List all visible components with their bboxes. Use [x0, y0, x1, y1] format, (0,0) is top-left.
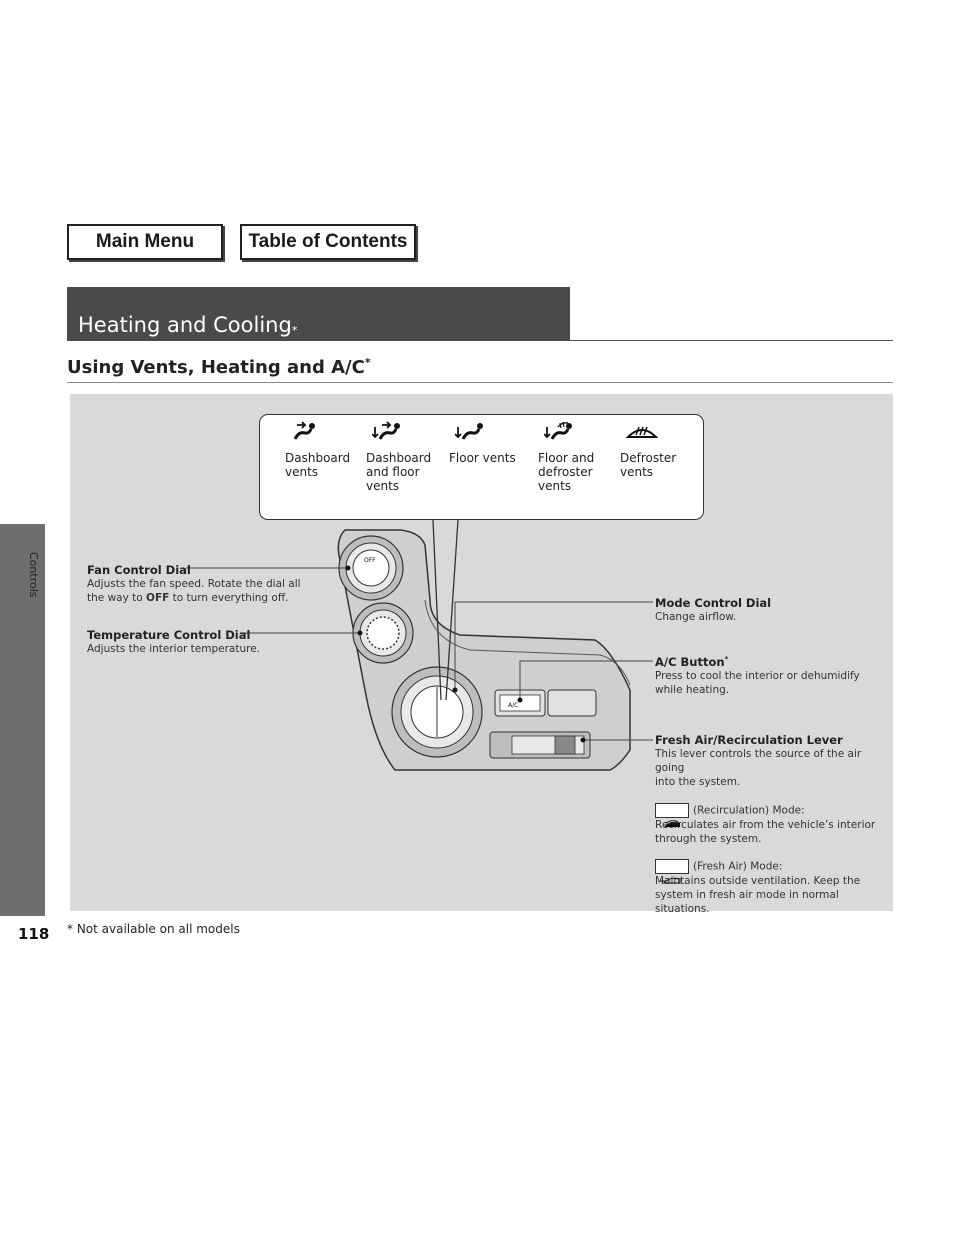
airflow-modes-panel: Dashboard vents Dashboard and floor vent… — [259, 414, 704, 520]
section-rule — [570, 340, 893, 341]
subheading-asterisk: * — [364, 356, 371, 369]
vent-option-floor: Floor vents — [449, 421, 516, 465]
mode-callout-body: Change airflow. — [655, 611, 737, 623]
fresh-air-icon — [655, 859, 689, 884]
defroster-vent-icon — [626, 426, 658, 438]
fresh-air-callout: Fresh Air/Recirculation Lever This lever… — [655, 733, 890, 789]
page-number: 118 — [18, 925, 50, 943]
ac-callout-body: Press to cool the interior or dehumidify… — [655, 670, 860, 696]
section-header: Heating and Cooling* — [67, 287, 570, 341]
fresh-air-callout-title: Fresh Air/Recirculation Lever — [655, 733, 843, 747]
fan-callout: Fan Control Dial Adjusts the fan speed. … — [87, 563, 327, 605]
fan-off-label: OFF — [364, 557, 376, 564]
mode-callout-title: Mode Control Dial — [655, 596, 772, 610]
fresh-air-mode-note: (Fresh Air) Mode: Maintains outside vent… — [655, 845, 890, 916]
dashboard-floor-vent-icon — [372, 421, 400, 440]
recirculation-mode-body: Recirculates air from the vehicle’s inte… — [655, 819, 876, 845]
vent-label-floor-defroster: Floor and defroster vents — [538, 451, 595, 493]
recirculation-icon — [655, 803, 689, 827]
fresh-air-mode-label: (Fresh Air) Mode: — [693, 860, 783, 873]
fresh-air-callout-body: This lever controls the source of the ai… — [655, 748, 862, 788]
fresh-air-mode-body: Maintains outside ventilation. Keep the … — [655, 875, 861, 915]
vent-label-dashboard: Dashboard vents — [285, 451, 351, 479]
recirculation-mode-note: (Recirculation) Mode: Recirculates air f… — [655, 789, 890, 846]
vent-option-dashboard-floor: Dashboard and floor vents — [366, 421, 431, 493]
subheading: Using Vents, Heating and A/C* — [67, 356, 371, 378]
recirculation-mode-label: (Recirculation) Mode: — [693, 804, 805, 817]
floor-vent-icon — [455, 423, 483, 440]
vent-option-defroster: Defroster vents — [620, 421, 676, 479]
fan-callout-title: Fan Control Dial — [87, 563, 191, 577]
dashboard-vent-icon — [293, 421, 315, 440]
mode-callout: Mode Control Dial Change airflow. — [655, 596, 890, 624]
subheading-title: Using Vents, Heating and A/C — [67, 357, 365, 378]
ac-callout-title: A/C Button* — [655, 655, 729, 669]
vent-label-dashboard-floor: Dashboard and floor vents — [366, 451, 432, 493]
section-asterisk: * — [291, 324, 298, 337]
ac-callout: A/C Button* Press to cool the interior o… — [655, 655, 890, 697]
vent-label-floor: Floor vents — [449, 451, 516, 465]
vent-label-defroster: Defroster vents — [620, 451, 677, 479]
vent-option-dashboard: Dashboard vents — [285, 421, 350, 479]
chapter-side-tab — [0, 524, 45, 916]
table-of-contents-button[interactable]: Table of Contents — [240, 224, 416, 260]
fan-callout-body: Adjusts the fan speed. Rotate the dial a… — [87, 578, 301, 604]
subheading-rule — [67, 382, 893, 383]
ac-panel-label: A/C — [508, 702, 518, 709]
off-keyword: OFF — [146, 592, 170, 604]
footnote: * Not available on all models — [67, 922, 240, 936]
temp-callout-body: Adjusts the interior temperature. — [87, 643, 260, 655]
temp-callout: Temperature Control Dial Adjusts the int… — [87, 628, 327, 656]
main-menu-button[interactable]: Main Menu — [67, 224, 223, 260]
temp-callout-title: Temperature Control Dial — [87, 628, 251, 642]
floor-defroster-vent-icon — [544, 421, 572, 440]
vent-option-floor-defroster: Floor and defroster vents — [538, 421, 594, 493]
section-title: Heating and Cooling — [78, 313, 292, 337]
